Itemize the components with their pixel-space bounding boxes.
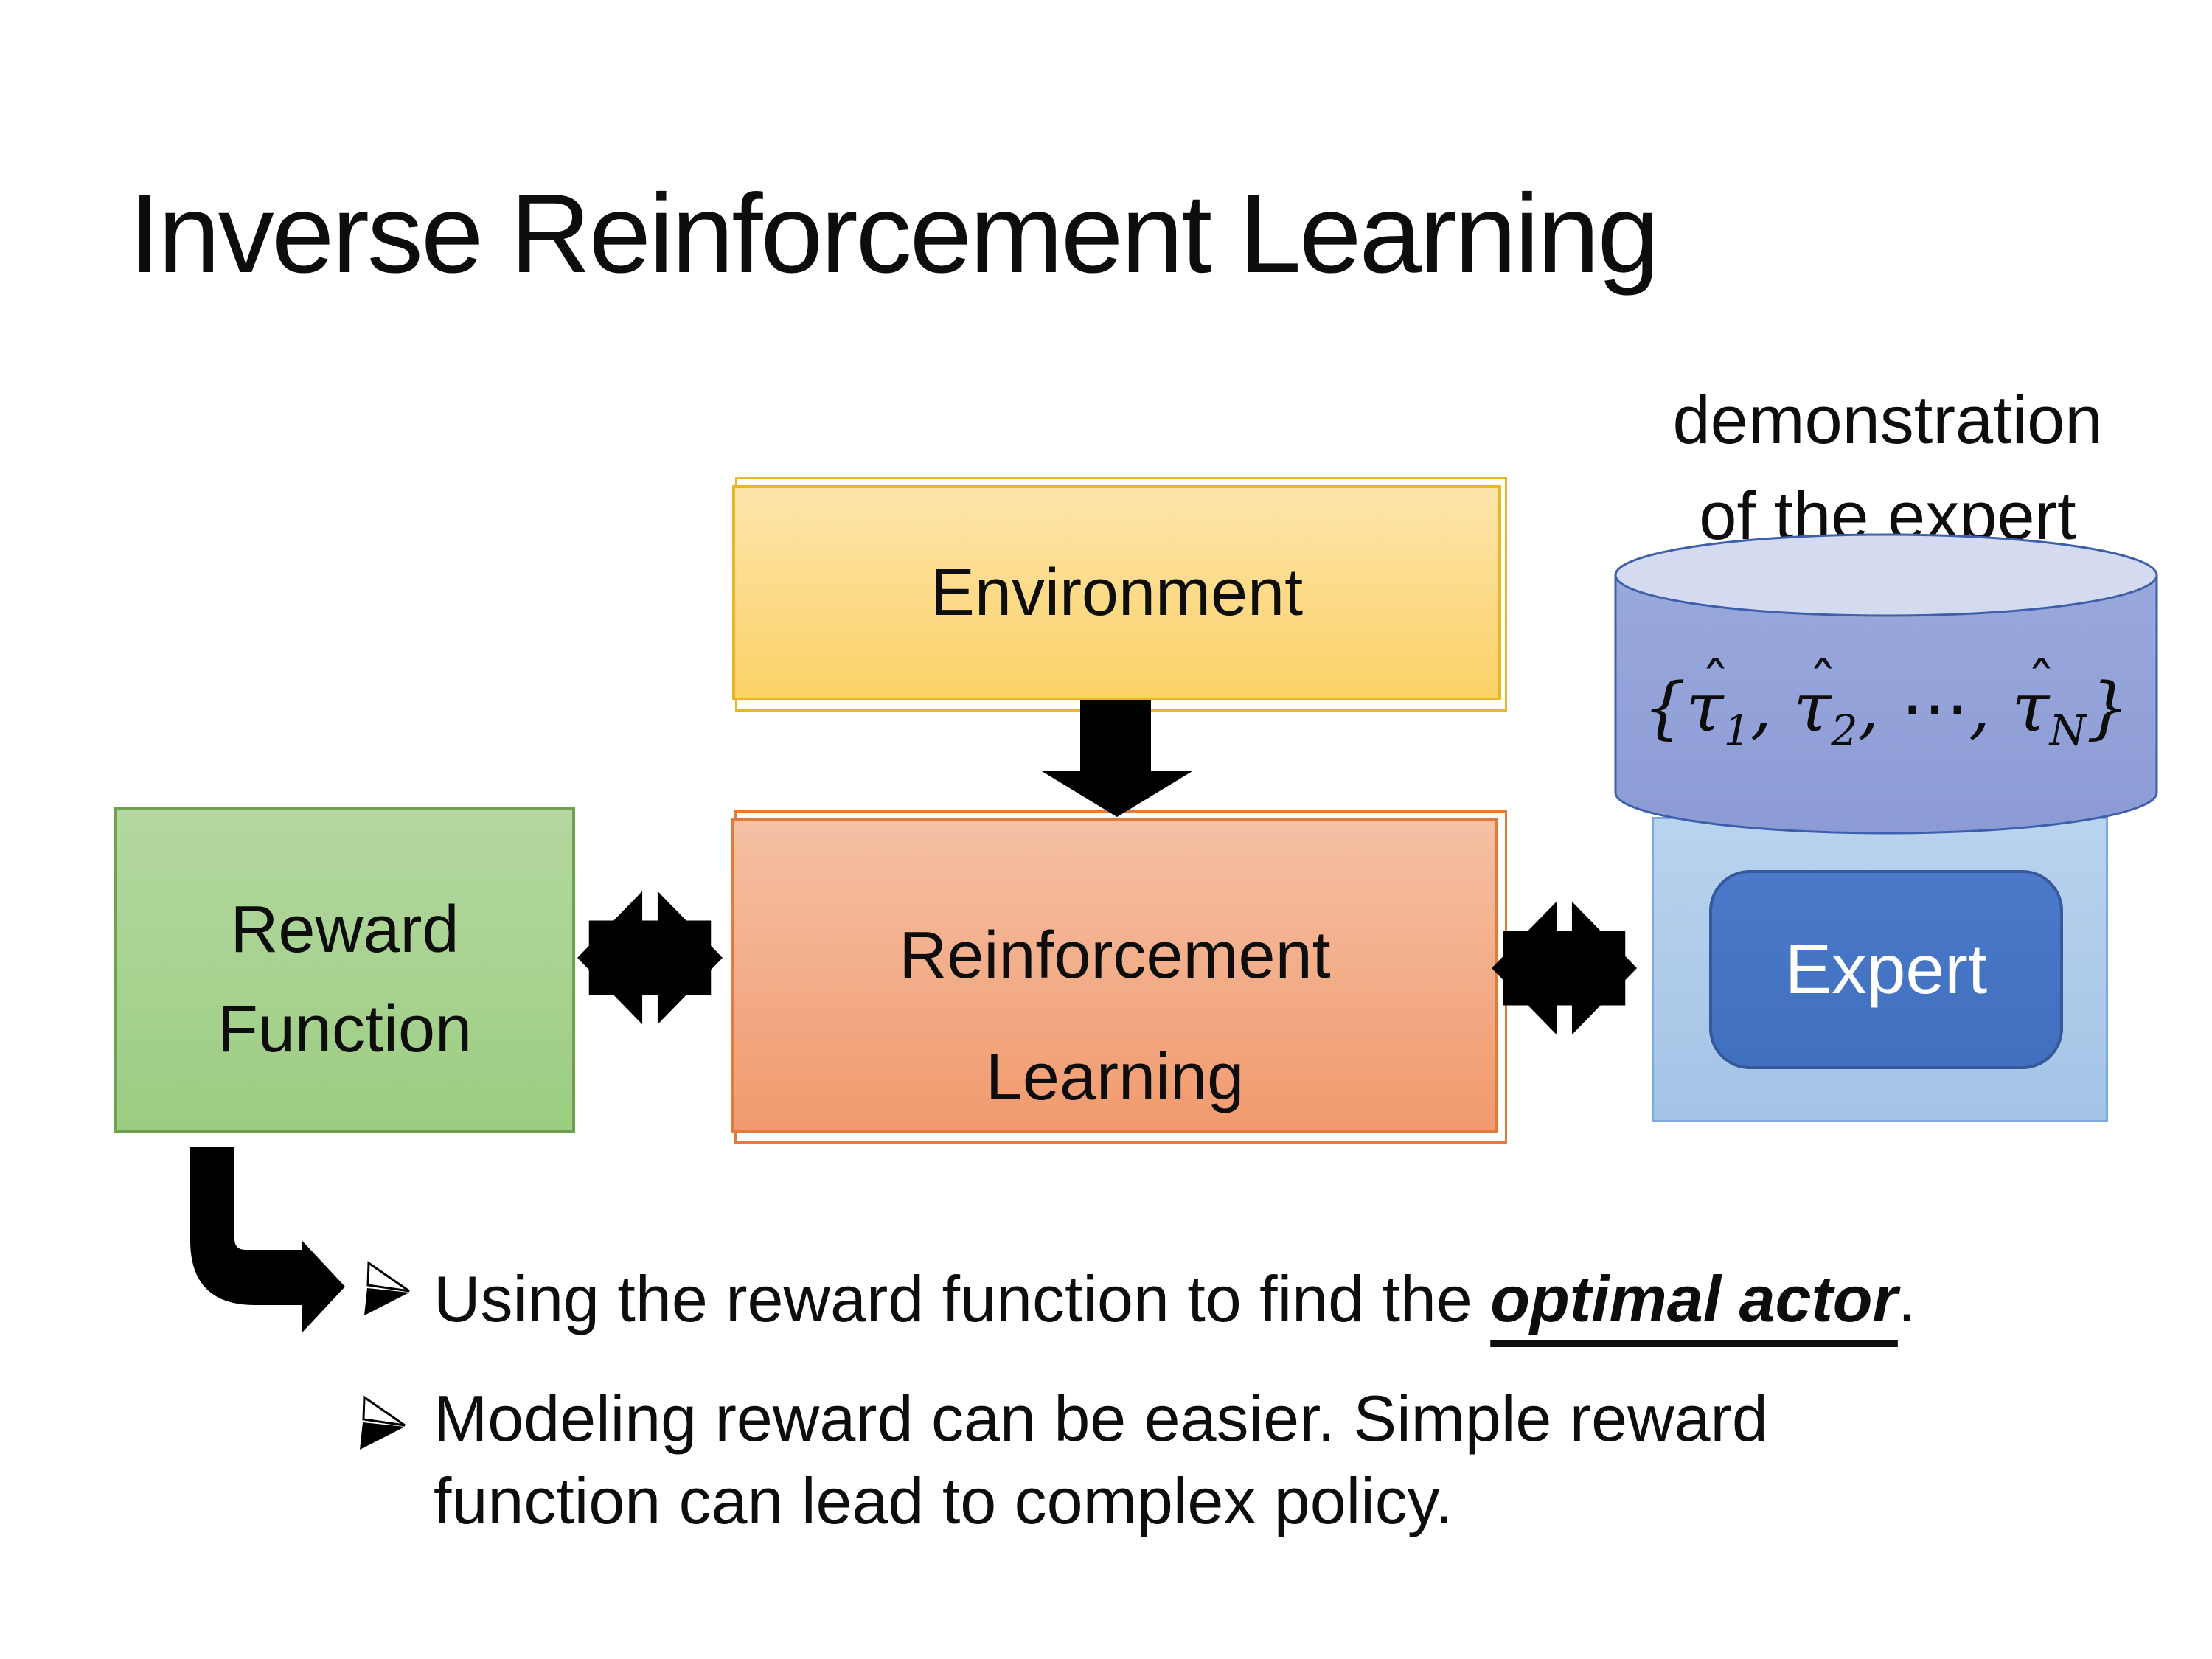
hat-accent: ˆ: [1700, 650, 1731, 718]
formula-separator: ,: [1750, 668, 1794, 747]
reinforcement-learning-label: Reinforcement Learning: [734, 895, 1495, 1138]
expert-box: Expert: [1709, 870, 2063, 1069]
environment-label: Environment: [930, 555, 1304, 630]
reinforcement-learning-box: Reinforcement Learning: [731, 818, 1498, 1133]
reward-function-label-line2: Function: [217, 992, 473, 1066]
formula-separator: ,: [1969, 668, 2012, 747]
demonstration-caption: demonstration of the expert: [1615, 372, 2160, 564]
reward-function-box: Reward Function: [114, 807, 575, 1133]
reinforcement-learning-label-line2: Learning: [985, 1040, 1245, 1114]
reinforcement-learning-label-line1: Reinforcement: [899, 919, 1331, 992]
formula-close-brace: }: [2086, 668, 2129, 747]
hat-accent: ˆ: [2026, 650, 2056, 718]
bullet-2-line2: function can lead to complex policy.: [434, 1464, 1453, 1537]
bullet-item-2: Modeling reward can be easier. Simple re…: [434, 1377, 1768, 1543]
bullet-2-line1: Modeling reward can be easier. Simple re…: [434, 1382, 1768, 1455]
arrowhead-bullet-icon: [364, 1261, 410, 1315]
arrowhead-bullet-icon: [360, 1395, 406, 1450]
page-title: Inverse Reinforcement Learning: [129, 171, 1660, 296]
bullet-1-text-after: .: [1897, 1262, 1916, 1335]
database-cylinder-icon: [1614, 533, 2158, 835]
formula-separator: ,: [1857, 668, 1902, 747]
expert-label: Expert: [1784, 930, 1988, 1009]
formula-open-brace: {: [1643, 668, 1686, 747]
bullet-item-1: Using the reward function to find the op…: [434, 1258, 1916, 1340]
bullet-1-emphasis: optimal actor: [1490, 1262, 1898, 1335]
demonstration-caption-line1: demonstration: [1672, 383, 2103, 458]
bullet-1-text-before: Using the reward function to find the: [434, 1262, 1491, 1335]
down-arrow-icon: [1042, 700, 1192, 817]
reward-function-label-line1: Reward: [230, 893, 459, 967]
double-arrow-right-icon: [1492, 894, 1637, 1043]
hat-accent: ˆ: [1808, 650, 1837, 718]
environment-box: Environment: [732, 485, 1501, 700]
reward-function-label: Reward Function: [117, 880, 572, 1079]
elbow-arrow-icon: [190, 1147, 345, 1332]
formula-dots: ⋯: [1901, 668, 1969, 747]
double-arrow-left-icon: [577, 883, 723, 1032]
